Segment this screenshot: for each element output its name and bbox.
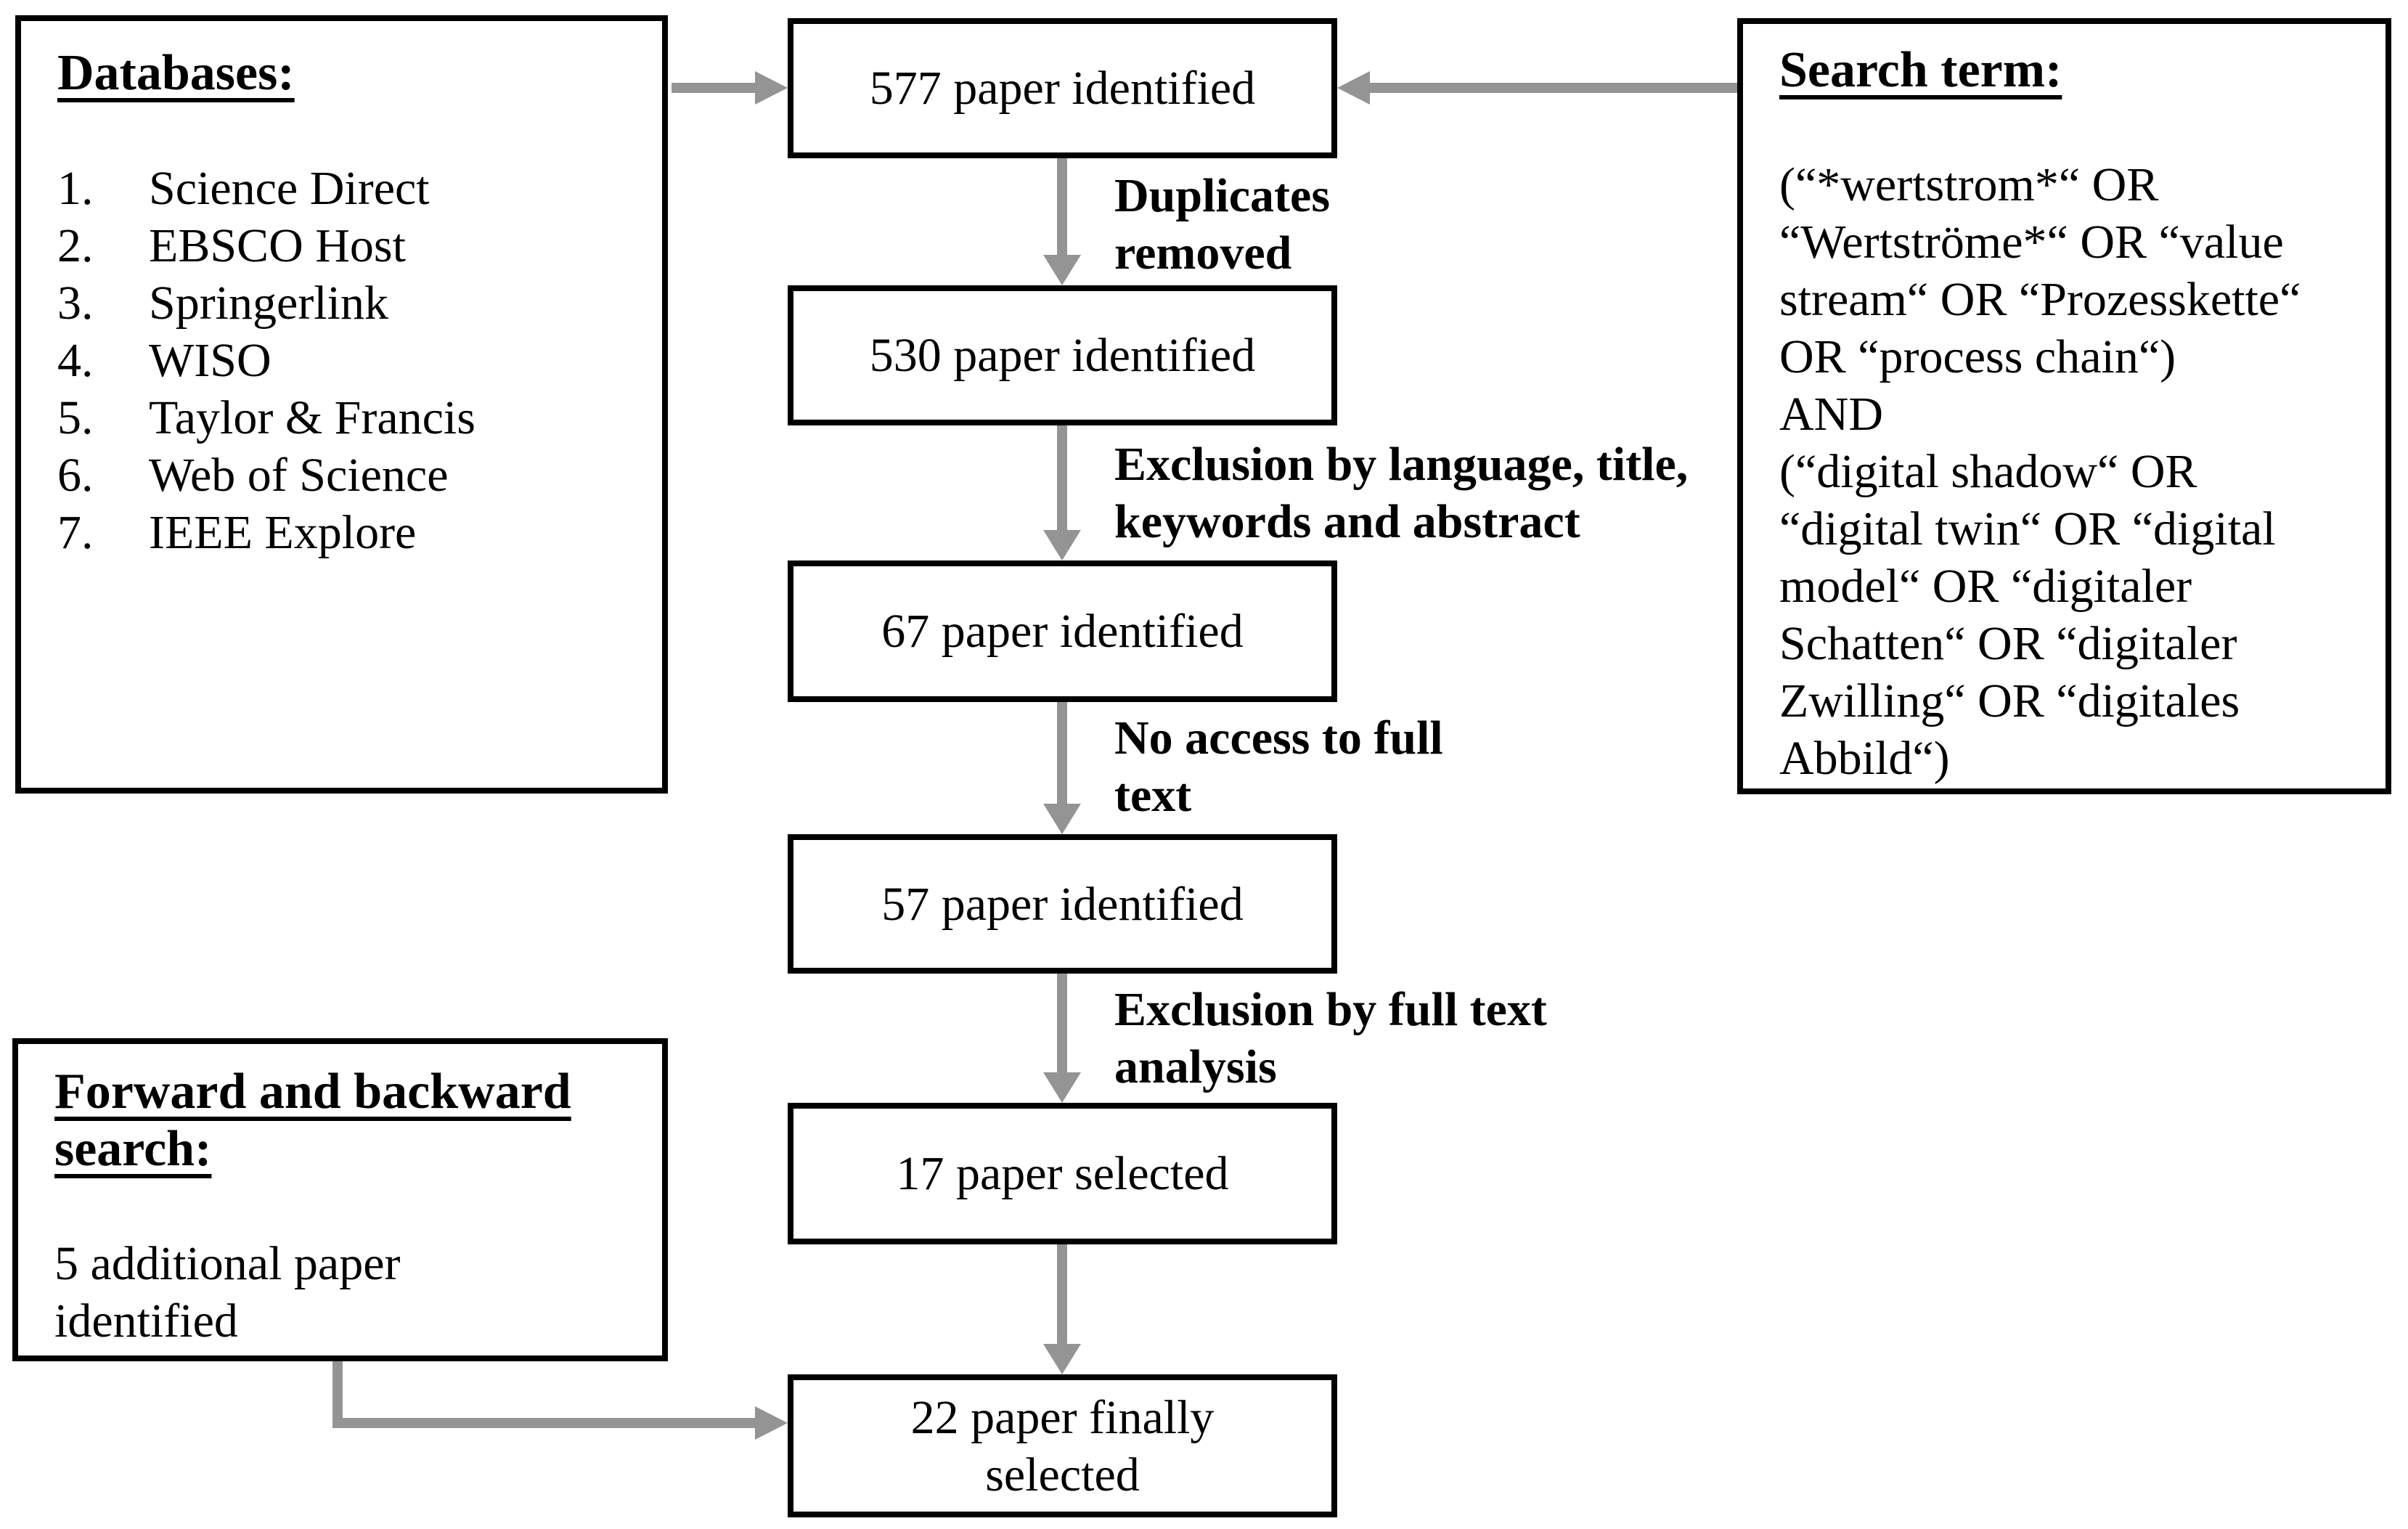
search-term-query: (“*wertstrom*“ OR “Wertströme*“ OR “valu… — [1779, 158, 2301, 785]
flow-box-22-final: 22 paper finally selected — [788, 1374, 1337, 1517]
database-item: 4. WISO — [57, 332, 629, 389]
db-item-num: 7. — [57, 506, 94, 559]
db-item-num: 3. — [57, 277, 94, 330]
arrow-head-down-icon — [1043, 255, 1081, 285]
arrow-head-down-icon — [1043, 804, 1081, 834]
database-item: 7. IEEE Explore — [57, 504, 629, 561]
edge-label-no-access: No access to full text — [1114, 712, 1443, 822]
flow-box-57-identified: 57 paper identified — [788, 834, 1337, 974]
flow-box-530-identified: 530 paper identified — [788, 285, 1337, 425]
arrow-shaft — [1057, 425, 1067, 531]
arrow-head-left-icon — [1337, 71, 1370, 105]
databases-box: Databases: 1. Science Direct 2. EBSCO Ho… — [15, 15, 668, 794]
database-item: 1. Science Direct — [57, 160, 629, 217]
arrow-head-right-icon — [755, 71, 788, 105]
db-item-label: IEEE Explore — [149, 506, 417, 559]
arrow-shaft — [672, 83, 759, 93]
db-item-num: 1. — [57, 162, 94, 215]
arrow-head-down-icon — [1043, 530, 1081, 560]
arrow-shaft — [1366, 83, 1737, 93]
forward-backward-box: Forward and backward search: 5 additiona… — [12, 1038, 668, 1361]
database-item: 3. Springerlink — [57, 274, 629, 332]
arrow-head-down-icon — [1043, 1344, 1081, 1374]
arrow-shaft — [1057, 158, 1067, 256]
db-item-label: Science Direct — [149, 162, 430, 215]
db-item-num: 4. — [57, 334, 94, 387]
edge-label-duplicates-removed: Duplicates removed — [1114, 169, 1330, 280]
forward-backward-body: 5 additional paper identified — [54, 1237, 401, 1347]
forward-backward-title: Forward and backward search: — [54, 1064, 571, 1177]
db-item-num: 2. — [57, 219, 94, 272]
databases-box-title: Databases: — [57, 45, 295, 101]
edge-label-exclusion-fulltext: Exclusion by full text analysis — [1114, 983, 1547, 1093]
flow-box-67-identified: 67 paper identified — [788, 560, 1337, 702]
db-item-label: Web of Science — [149, 449, 449, 502]
arrow-shaft — [1057, 1244, 1067, 1345]
arrow-shaft — [1057, 702, 1067, 805]
database-item: 5. Taylor & Francis — [57, 389, 629, 447]
search-term-box: Search term: (“*wertstrom*“ OR “Wertströ… — [1737, 18, 2391, 794]
db-item-label: Taylor & Francis — [149, 391, 476, 444]
database-item: 2. EBSCO Host — [57, 217, 629, 274]
arrow-shaft — [332, 1418, 756, 1428]
database-item: 6. Web of Science — [57, 447, 629, 504]
flow-box-17-selected: 17 paper selected — [788, 1103, 1337, 1244]
db-item-label: EBSCO Host — [149, 219, 406, 272]
db-item-num: 6. — [57, 449, 94, 502]
db-item-label: Springerlink — [149, 277, 388, 330]
arrow-head-down-icon — [1043, 1072, 1081, 1103]
spacer — [57, 102, 629, 160]
arrow-shaft — [332, 1361, 343, 1428]
flow-box-577-identified: 577 paper identified — [788, 18, 1337, 158]
search-term-title: Search term: — [1779, 42, 2062, 98]
arrow-head-right-icon — [755, 1406, 788, 1440]
arrow-shaft — [1057, 974, 1067, 1074]
db-item-num: 5. — [57, 391, 94, 444]
databases-list: 1. Science Direct 2. EBSCO Host 3. Sprin… — [57, 160, 629, 561]
db-item-label: WISO — [149, 334, 272, 387]
edge-label-exclusion-language: Exclusion by language, title, keywords a… — [1114, 438, 1689, 548]
